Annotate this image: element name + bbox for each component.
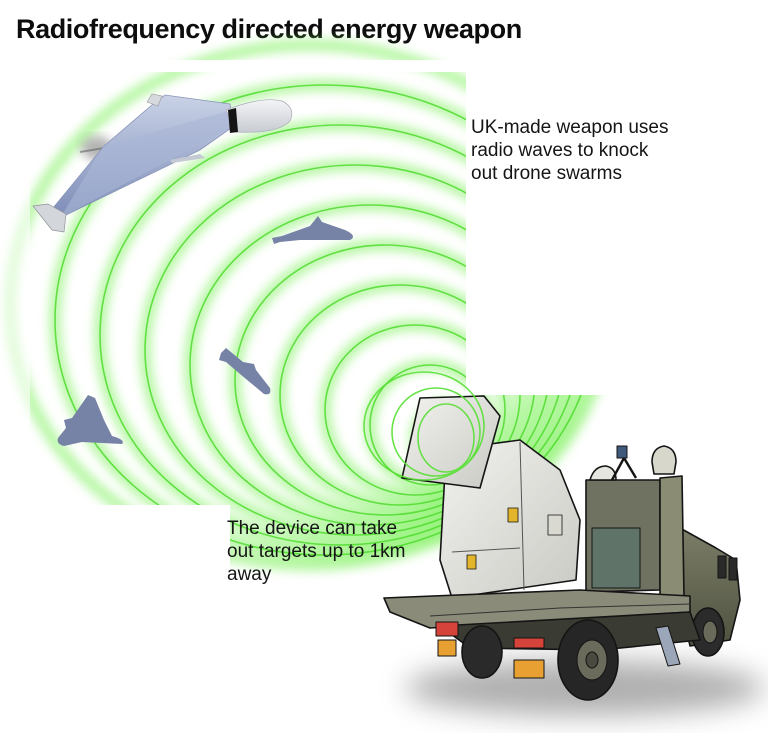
- radio-wave-rings: [0, 39, 768, 749]
- large-drone: [32, 93, 293, 233]
- drone-delta: [57, 395, 123, 446]
- rf-weapon-truck: [383, 395, 741, 701]
- drone-small-2: [219, 348, 271, 395]
- emitter-wave-rings: [363, 371, 485, 481]
- range-description-caption: The device can take out targets up to 1k…: [227, 518, 406, 585]
- page-title: Radiofrequency directed energy weapon: [16, 14, 522, 44]
- weapon-description-caption: UK-made weapon uses radio waves to knock…: [471, 117, 669, 184]
- drone-small-1: [272, 216, 354, 244]
